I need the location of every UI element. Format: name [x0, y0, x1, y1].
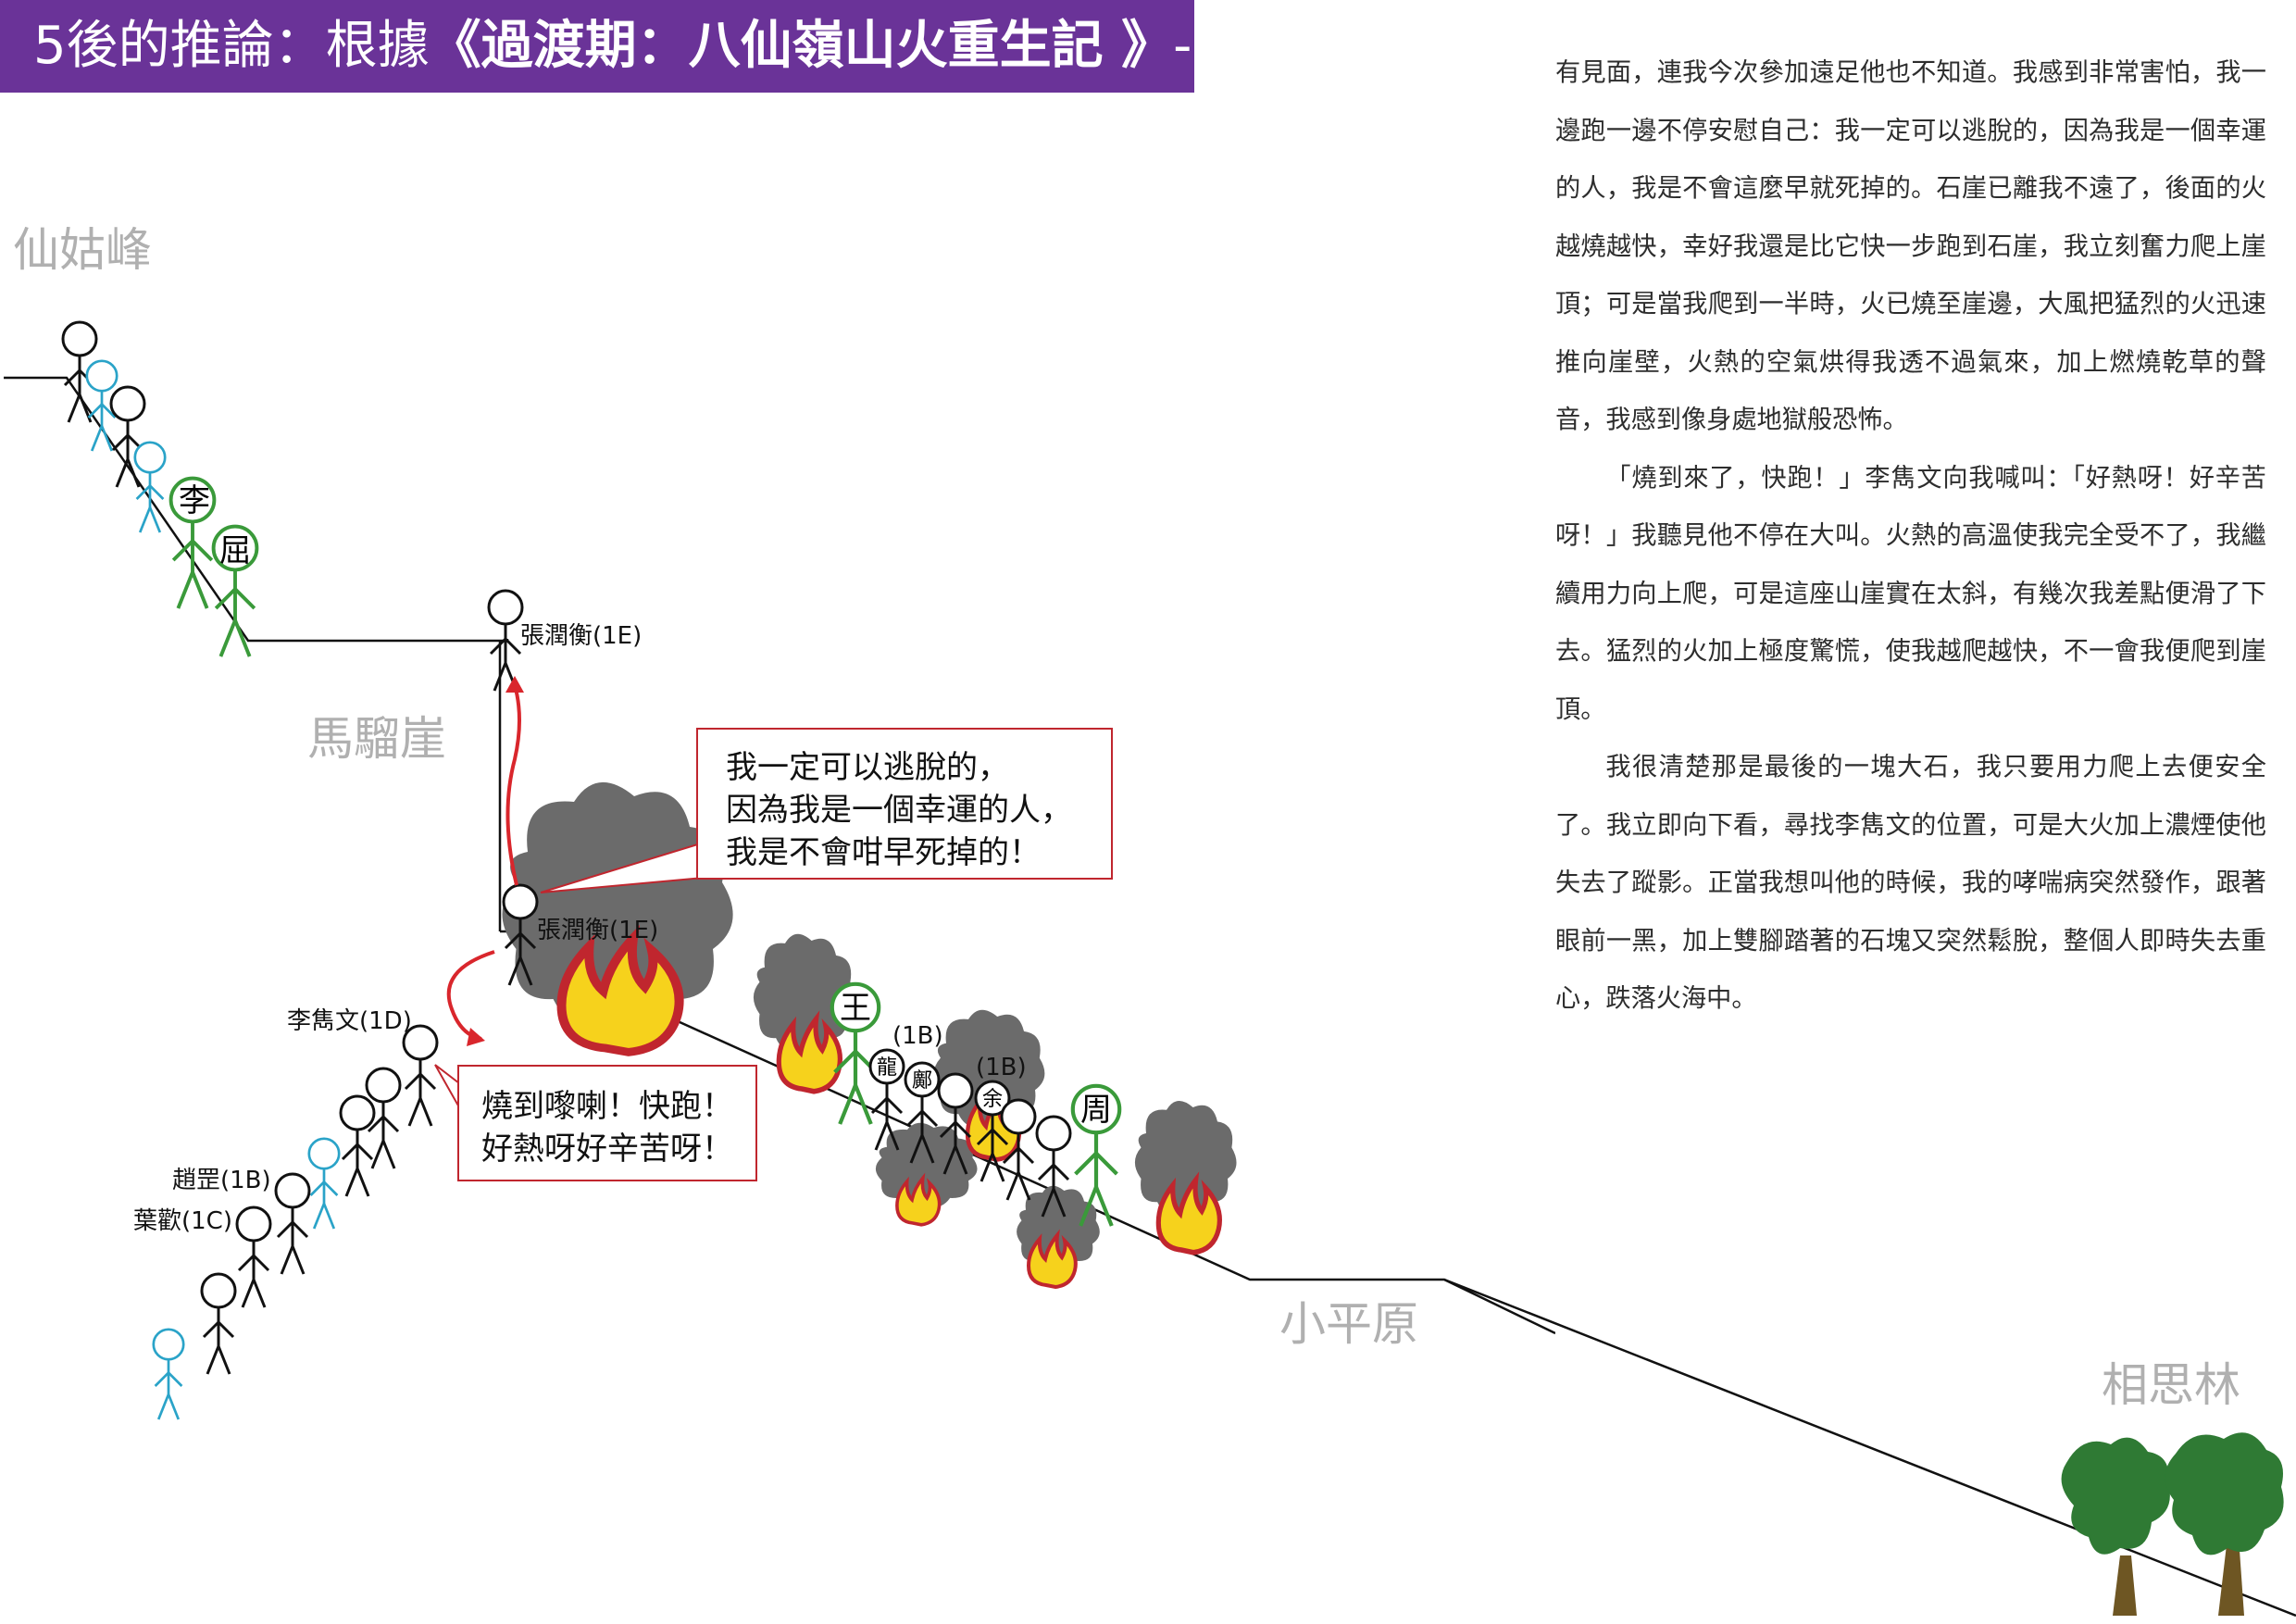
place-maliuya: 馬騮崖 — [307, 712, 446, 766]
label-ye-1c: 葉歡(1C) — [133, 1207, 232, 1235]
title-bar: 5後的推論：根據《過渡期：八仙嶺山火重生記 》-03 — [0, 0, 1194, 93]
title-prefix: 5後的推論：根據 — [33, 16, 430, 76]
char-yu: 余 — [982, 1088, 1003, 1111]
label-zhao-1b: 趙罡(1B) — [172, 1167, 271, 1194]
fire-big-icon — [562, 938, 680, 1052]
climb-arrow-icon — [505, 684, 521, 886]
char-qu: 屈 — [219, 532, 251, 569]
slope-to-forest — [1444, 1278, 2296, 1618]
char-kuang: 鄺 — [912, 1069, 932, 1093]
speech-bubble-li: 燒到嚟喇！快跑！ 好熱呀好辛苦呀！ — [457, 1065, 757, 1181]
label-li-1d: 李雋文(1D) — [287, 1007, 412, 1035]
label-zhang-top: 張潤衡(1E) — [520, 622, 643, 650]
figure-zhao-1b — [274, 1172, 311, 1276]
place-xianguefeng: 仙姑峰 — [13, 223, 152, 277]
speech-bubble-zhang: 我一定可以逃脫的， 因為我是一個幸運的人， 我是不會咁早死掉的！ — [696, 728, 1113, 880]
story-paragraph-3: 我很清楚那是最後的一塊大石，我只要用力爬上去便安全了。我立即向下看，尋找李雋文的… — [1555, 753, 2266, 1013]
label-zhang-mid: 張潤衡(1E) — [537, 917, 659, 944]
bubble-zhang-line-1: 我一定可以逃脫的， — [726, 749, 1009, 786]
fire-4-icon — [895, 1176, 942, 1227]
fire-5-icon — [1027, 1233, 1078, 1289]
bubble-zhang-line-3: 我是不會咁早死掉的！ — [726, 834, 1041, 871]
title-suffix: -03 — [1173, 16, 1194, 76]
fall-arrow-icon — [446, 950, 495, 1041]
figure-blue-top-2 — [133, 441, 167, 534]
story-text: 有見面，連我今次參加遠足他也不知道。我感到非常害怕，我一邊跑一邊不停安慰自己：我… — [1555, 44, 2266, 1029]
bubble-tail-li — [434, 1064, 460, 1111]
tree-left-icon — [2061, 1437, 2170, 1616]
story-paragraph-1: 有見面，連我今次參加遠足他也不知道。我感到非常害怕，我一邊跑一邊不停安慰自己：我… — [1555, 58, 2266, 434]
scene-figures: 李 屈 王 周 龍 鄺 余 — [61, 320, 1237, 1421]
figure-blue-bottom — [152, 1328, 185, 1421]
trees — [2061, 1432, 2284, 1616]
char-long: 龍 — [877, 1056, 897, 1080]
bubble-zhang-line-2: 因為我是一個幸運的人， — [726, 792, 1072, 829]
figure-ye-1c — [235, 1206, 272, 1309]
figure-black-5 — [339, 1094, 376, 1198]
figure-zhang-top — [487, 589, 524, 693]
place-xiaopingyuan: 小平原 — [1279, 1297, 1418, 1351]
label-group-1b-a: (1B) — [892, 1022, 943, 1050]
figure-li-1d — [402, 1024, 439, 1128]
figure-blue-mid — [307, 1137, 341, 1230]
char-wang: 王 — [840, 990, 871, 1027]
tree-right-icon — [2165, 1432, 2284, 1616]
story-paragraph-2: 「燒到來了，快跑！」李雋文向我喊叫：「好熱呀！好辛苦呀！」我聽見他不停在大叫。火… — [1555, 463, 2266, 724]
char-li: 李 — [179, 482, 210, 519]
figure-black-top-2 — [109, 385, 146, 489]
fire-6-icon — [1158, 1180, 1219, 1252]
place-xiangsilin: 相思林 — [2102, 1358, 2240, 1412]
label-group-1b-b: (1B) — [976, 1054, 1027, 1081]
char-zhou: 周 — [1080, 1092, 1112, 1129]
title-book: 《過渡期：八仙嶺山火重生記 》 — [429, 16, 1174, 76]
bubble-li-line-2: 好熱呀好辛苦呀！ — [481, 1131, 733, 1168]
figure-black-8 — [200, 1272, 237, 1376]
fire-2-icon — [779, 1018, 840, 1091]
bubble-li-line-1: 燒到嚟喇！快跑！ — [481, 1088, 733, 1125]
